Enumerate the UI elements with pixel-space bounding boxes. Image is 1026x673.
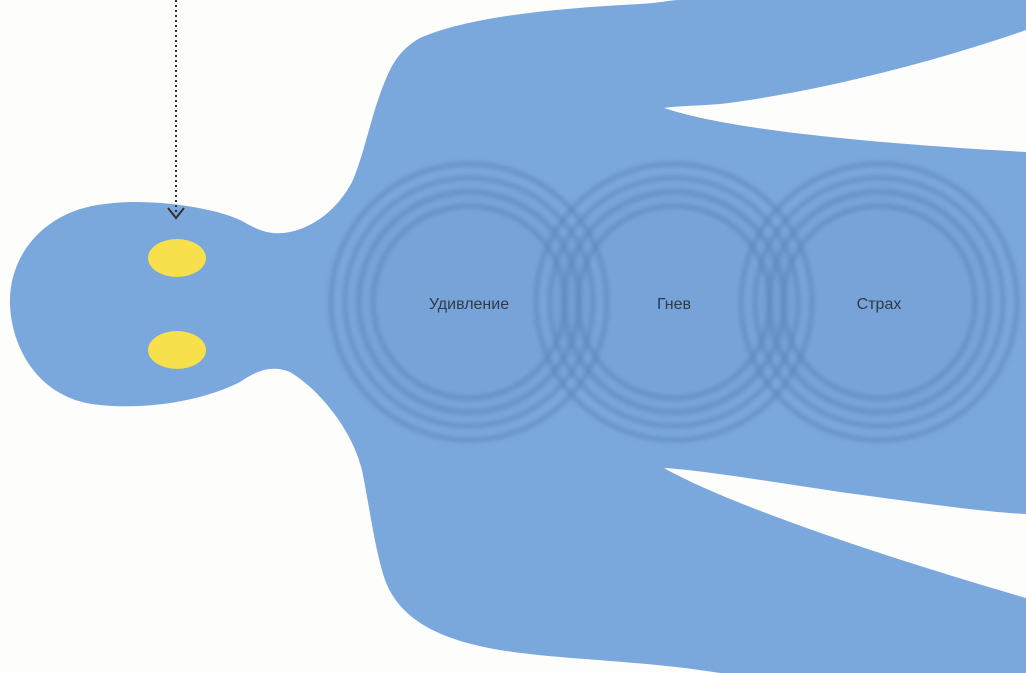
spot-lower [148,331,206,369]
zone-label-surprise: Удивление [429,296,509,313]
zone-label-fear: Страх [857,296,902,313]
zone-label-anger: Гнев [657,296,691,313]
spot-upper [148,239,206,277]
